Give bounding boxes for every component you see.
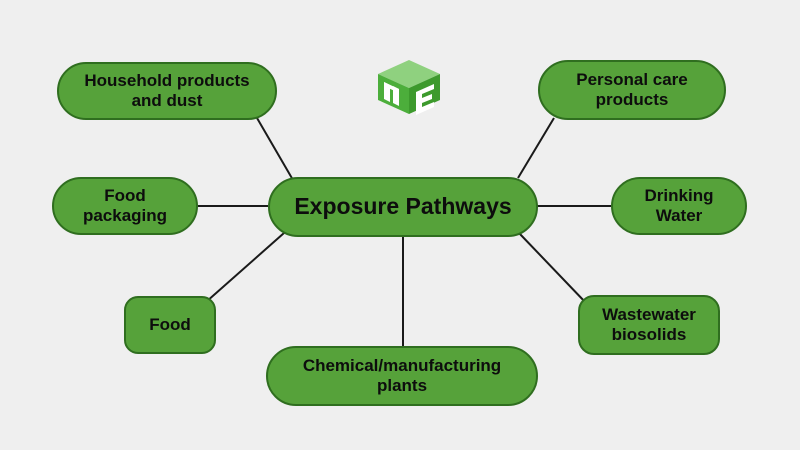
node-food-packaging: Food packaging [52,177,198,235]
node-personal-care-line-1: Personal care [576,69,688,89]
connector-household [256,117,294,181]
cube-logo-icon [378,60,440,115]
center-node-label: Exposure Pathways [294,193,512,220]
node-wastewater-biosolids: Wastewater biosolids [578,295,720,355]
connector-wastewater [518,232,588,305]
node-personal-care-line-2: products [595,90,669,109]
node-household-line-1: Household products [84,70,250,90]
node-chemical-manufacturing: Chemical/manufacturing plants [266,346,538,406]
node-wastewater-line-2: biosolids [611,325,687,344]
node-drinking-water-line-1: Drinking [644,185,714,205]
node-chemical-line-1: Chemical/manufacturing [302,355,502,375]
node-drinking-water: Drinking Water [611,177,747,235]
node-food-packaging-line-2: packaging [82,206,168,225]
node-food-packaging-line-1: Food [104,185,146,205]
node-drinking-water-line-2: Water [655,206,703,225]
node-food: Food [124,296,216,354]
node-food-line-1: Food [149,314,191,334]
node-household-products: Household products and dust [57,62,277,120]
connector-food [205,232,285,303]
node-personal-care: Personal care products [538,60,726,120]
center-node-exposure-pathways: Exposure Pathways [268,177,538,237]
node-chemical-line-2: plants [376,376,428,395]
node-household-line-2: and dust [131,91,203,110]
node-wastewater-line-1: Wastewater [602,304,696,324]
connector-personal-care [517,117,555,179]
